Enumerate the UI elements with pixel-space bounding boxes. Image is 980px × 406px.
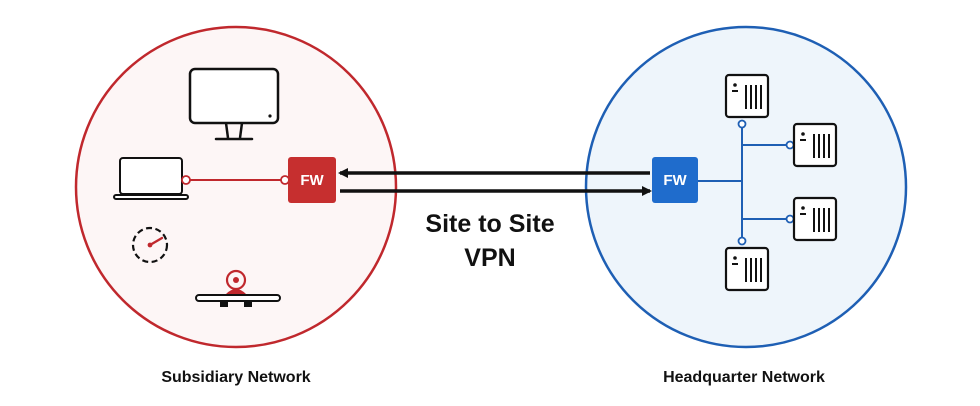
- server-icon: [724, 73, 770, 119]
- vpn-arrows: [338, 168, 652, 196]
- subsidiary-link: [181, 175, 290, 185]
- subsidiary-firewall: FW: [288, 157, 336, 203]
- headquarter-bus: [698, 124, 791, 241]
- headquarter-network-label: Headquarter Network: [663, 369, 825, 386]
- server-icon: [792, 122, 838, 168]
- laptop-icon: [113, 157, 189, 200]
- server-icon: [724, 246, 770, 292]
- vpn-label-line2: VPN: [464, 244, 515, 272]
- headquarter-firewall: FW: [652, 157, 698, 203]
- speedometer-icon: [131, 226, 169, 264]
- headquarter-firewall-label: FW: [663, 172, 687, 189]
- desktop-monitor-icon: [188, 67, 280, 141]
- subsidiary-network-label: Subsidiary Network: [161, 369, 310, 386]
- headquarter-network-circle: [584, 25, 908, 349]
- server-icon: [792, 196, 838, 242]
- webcam-icon: [195, 269, 281, 307]
- subsidiary-network-circle: [74, 25, 398, 349]
- headquarter-connectors: [737, 119, 795, 246]
- vpn-label-line1: Site to Site: [425, 210, 554, 238]
- subsidiary-firewall-label: FW: [300, 172, 324, 189]
